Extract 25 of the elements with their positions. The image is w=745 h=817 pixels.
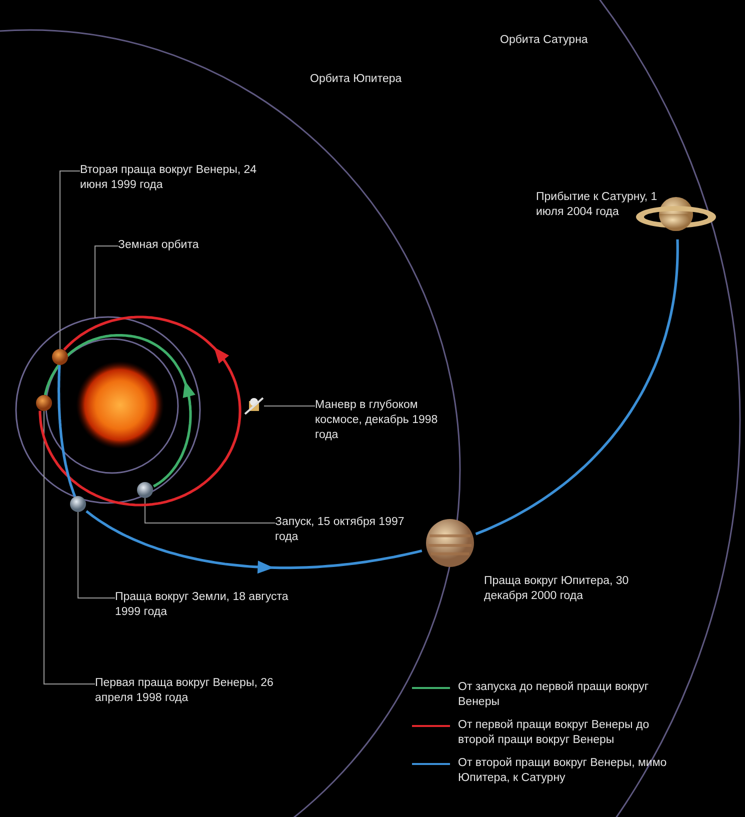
callout-text: Вторая праща вокруг Венеры, 24 июня 1999 года [80, 163, 258, 193]
planet-icon [70, 496, 86, 512]
planet-icon [137, 482, 153, 498]
planet-label: Праща вокруг Юпитера, 30 декабря 2000 года [484, 574, 630, 604]
legend-text: От первой пращи вокруг Венеры до второй пращи вокруг Венеры [458, 718, 650, 748]
planet-label: Прибытие к Сатурну, 1 июля 2004 года [536, 190, 658, 220]
spacecraft-icon [244, 397, 264, 415]
planet-icon [52, 349, 68, 365]
leader-line [44, 410, 96, 684]
orbit-label: Орбита Сатурна [500, 33, 588, 48]
planet-icon [426, 519, 474, 567]
leader-line [78, 512, 116, 598]
trajectory-line [58, 365, 76, 497]
legend-text: От запуска до первой пращи вокруг Венеры [458, 680, 650, 710]
callout-text: Земная орбита [118, 238, 200, 253]
planet-icon [36, 395, 52, 411]
callout-text: Запуск, 15 октября 1997 года [275, 515, 406, 545]
callout-text: Праща вокруг Земли, 18 августа 1999 года [115, 590, 290, 620]
leader-line [144, 498, 276, 524]
leader-line [60, 170, 80, 350]
callout-text: Маневр в глубоком космосе, декабрь 1998 года [315, 398, 439, 443]
callout-text: Первая праща вокруг Венеры, 26 апреля 1998 года [95, 676, 274, 706]
trajectory-line [475, 239, 679, 536]
leader-line [94, 246, 118, 318]
orbit-label: Орбита Юпитера [310, 72, 402, 87]
